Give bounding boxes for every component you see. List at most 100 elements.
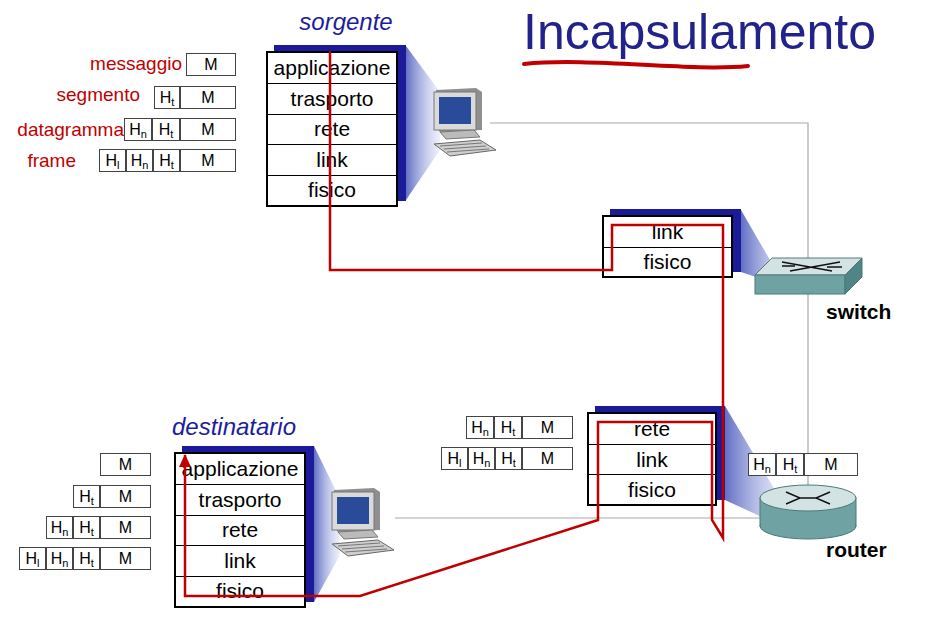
layer-box: fisico [176, 576, 304, 606]
packet-cell: M [180, 149, 236, 172]
monitor-screen [439, 97, 471, 124]
header-text: M [541, 448, 554, 469]
unit-label: segmento [57, 84, 140, 106]
layer-box: rete [268, 114, 396, 144]
router-icon [760, 485, 856, 539]
keyboard-keys [338, 543, 387, 552]
header-text: Ht [501, 448, 516, 469]
layer-name: fisico [628, 478, 676, 502]
header-text: M [824, 454, 837, 475]
packet-cell: Hn [126, 149, 153, 172]
layer-box: link [176, 545, 304, 575]
packet-cell: M [100, 516, 151, 539]
layer-name: link [652, 220, 684, 244]
title-underline [524, 62, 748, 67]
header-text: M [541, 417, 554, 438]
layer-name: fisico [644, 250, 692, 274]
header-text: Ht [160, 87, 175, 108]
switch-arrows [782, 262, 842, 271]
header-text: Hn [753, 454, 771, 475]
switch-icon [755, 258, 862, 294]
header-text: M [201, 87, 214, 108]
computer-base [338, 530, 378, 539]
layer-name: applicazione [274, 56, 391, 80]
layer-box: fisico [604, 247, 731, 277]
layer-box: fisico [268, 175, 396, 205]
header-text: Hn [51, 517, 69, 538]
layer-name: fisico [308, 178, 356, 202]
layer-name: trasporto [291, 87, 374, 111]
header-text: Hl [105, 150, 119, 171]
unit-label: switch [826, 300, 891, 324]
unit-label: frame [27, 150, 76, 172]
stack-heading: destinatario [170, 413, 298, 441]
header-text: M [201, 119, 214, 140]
header-text: Ht [501, 417, 516, 438]
layer-name: rete [222, 518, 258, 542]
computer-base [440, 130, 480, 139]
header-text: Hl [447, 448, 461, 469]
packet-cell: Ht [73, 516, 100, 539]
unit-label: router [826, 538, 887, 562]
header-text: Hn [131, 150, 149, 171]
switch-side [845, 258, 862, 294]
monitor-frame [332, 492, 374, 530]
monitor-screen [337, 497, 369, 524]
packet-cell: M [804, 453, 858, 476]
packet-cell: M [186, 53, 236, 76]
packet-cell: M [522, 416, 573, 439]
layer-name: link [316, 148, 348, 172]
layer-box: fisico [589, 474, 715, 504]
packet-cell: M [180, 118, 236, 141]
packet-cell: Hn [748, 453, 776, 476]
monitor-frame [434, 92, 476, 130]
layer-box: rete [589, 414, 715, 444]
layer-name: link [224, 549, 256, 573]
packet-cell: Hl [441, 447, 468, 470]
packet-cell: Ht [495, 447, 522, 470]
keyboard [434, 140, 496, 156]
layer-name: rete [634, 417, 670, 441]
header-text: M [119, 517, 132, 538]
unit-label: messaggio [90, 53, 182, 75]
packet-cell: Ht [73, 485, 100, 508]
keyboard-keys [440, 143, 489, 152]
network-wire [395, 517, 760, 518]
packet-cell: Hl [19, 547, 46, 570]
protocol-stack: destinatarioapplicazionetrasportoretelin… [174, 452, 306, 608]
header-text: M [119, 486, 132, 507]
header-text: M [201, 150, 214, 171]
packet-cell: Ht [73, 547, 100, 570]
protocol-stack: link fisico [602, 215, 733, 278]
layer-name: fisico [216, 579, 264, 603]
layer-name: applicazione [182, 457, 299, 481]
header-text: Ht [159, 119, 174, 140]
router-top [760, 485, 856, 511]
packet-cell: M [100, 453, 151, 476]
packet-cell: M [100, 485, 151, 508]
packet-cell: Ht [154, 86, 180, 109]
layer-box: applicazione [268, 53, 396, 83]
header-text: Hn [51, 548, 69, 569]
header-text: Hn [129, 119, 147, 140]
layer-box: link [268, 144, 396, 174]
packet-cell: Hn [46, 547, 73, 570]
packet-cell: Ht [494, 416, 522, 439]
header-text: M [119, 454, 132, 475]
header-text: Ht [79, 517, 94, 538]
packet-cell: Ht [776, 453, 804, 476]
packet-cell: Ht [152, 118, 180, 141]
packet-cell: Hn [46, 516, 73, 539]
keyboard [332, 540, 394, 556]
switch-top [755, 258, 862, 275]
protocol-stack: rete link fisico [587, 412, 717, 506]
switch-front [755, 275, 845, 294]
packet-cell: Hn [466, 416, 494, 439]
packet-cell: M [180, 86, 236, 109]
protocol-stack: sorgenteapplicazionetrasportoretelinkfis… [266, 51, 398, 207]
layer-box: applicazione [176, 454, 304, 484]
header-text: Ht [783, 454, 798, 475]
layer-name: link [636, 448, 668, 472]
header-text: M [119, 548, 132, 569]
layer-box: rete [176, 515, 304, 545]
